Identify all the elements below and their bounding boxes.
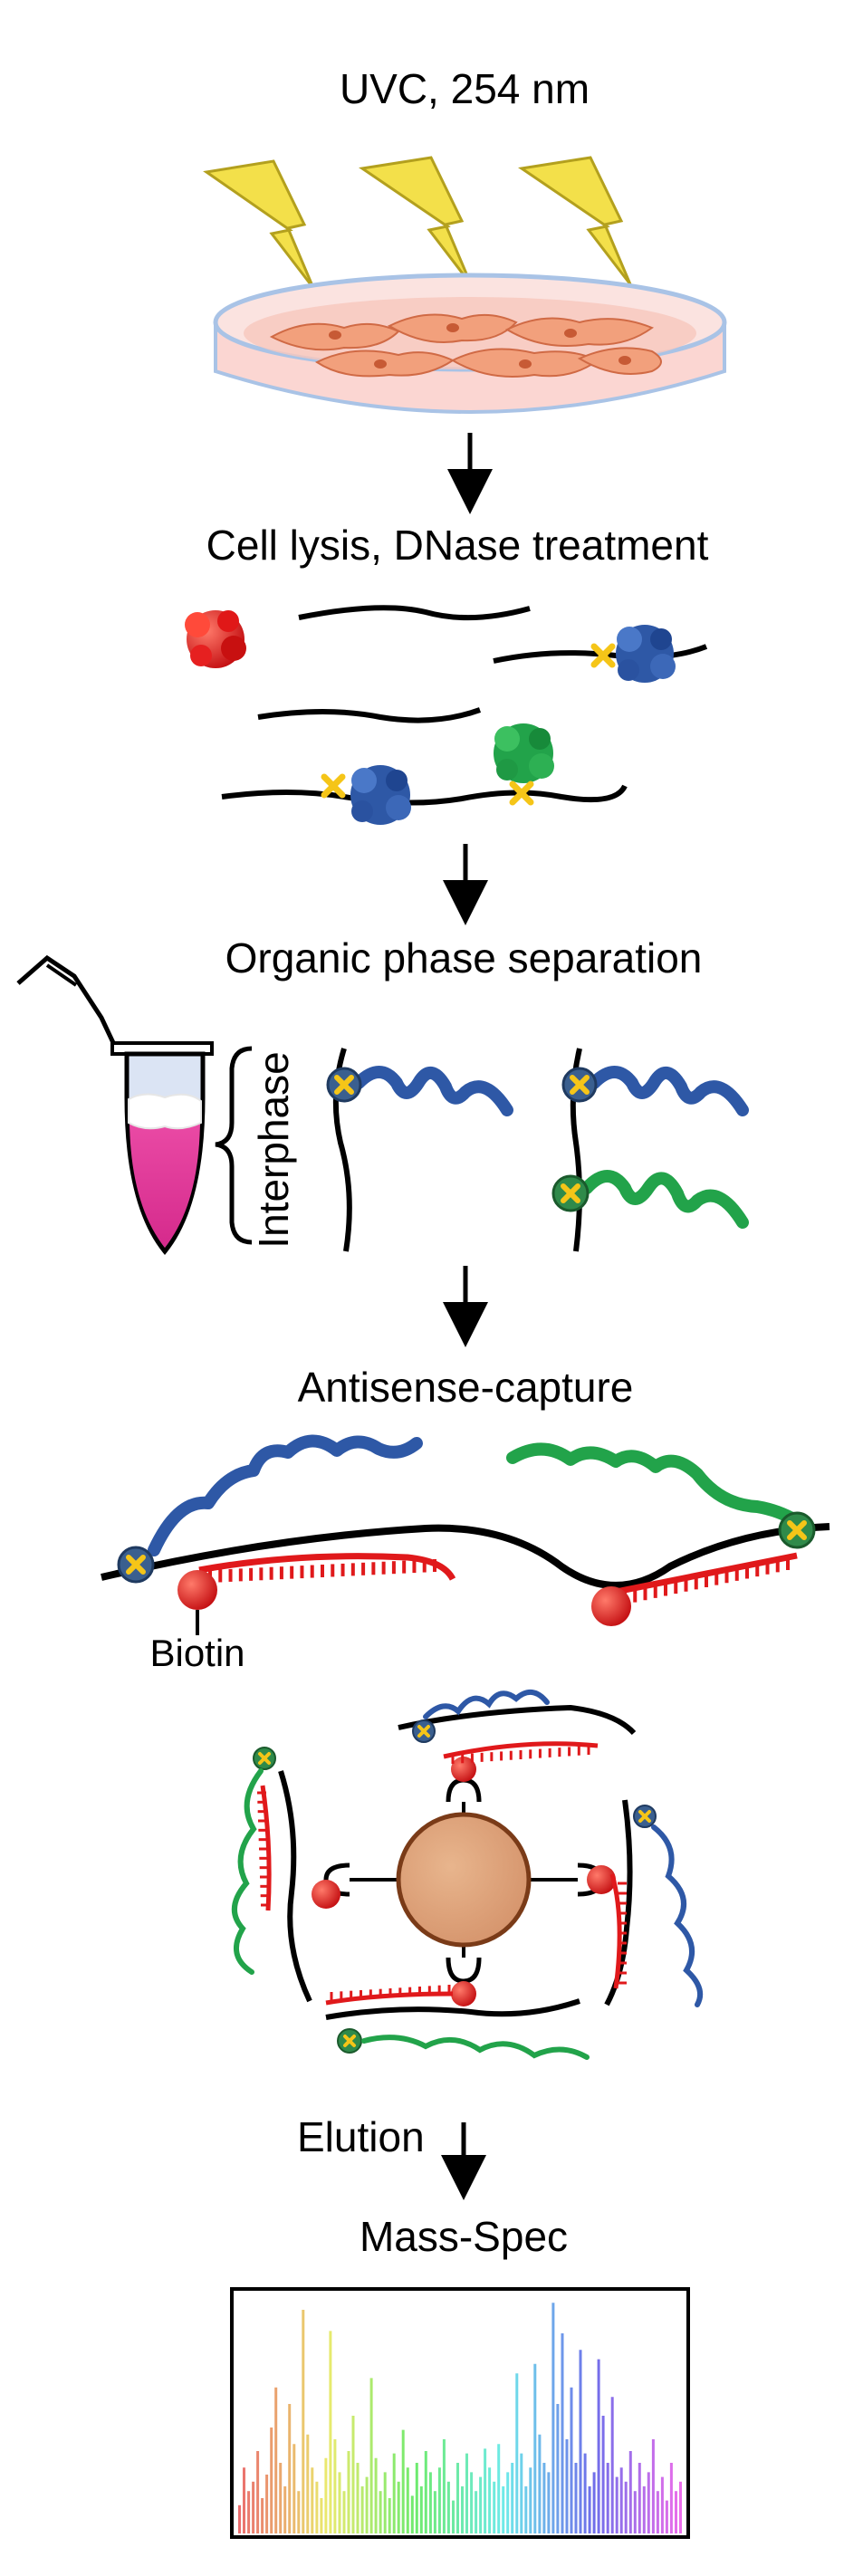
crosslink-site [778, 1511, 816, 1549]
mass-spectrum-chart [238, 2303, 682, 2533]
antisense-probe [615, 1552, 798, 1604]
interphase-label: Interphase [250, 1051, 297, 1248]
protein-ribbon-blue [148, 1434, 423, 1556]
crosslinked-protein-blue [350, 765, 411, 825]
step-label-lysis: Cell lysis, DNase treatment [206, 522, 709, 569]
biotin-tag [591, 1586, 631, 1626]
protein-ribbon-blue [352, 1066, 749, 1116]
crosslinked-protein-green [494, 723, 554, 783]
protein-ribbon-green [580, 1170, 749, 1229]
crosslink-site [551, 1174, 590, 1212]
crosslink-site [561, 1067, 598, 1103]
target-rna-strand [101, 1523, 830, 1589]
antisense-probe [198, 1553, 456, 1583]
lightning-bolt-icon [359, 156, 473, 285]
rna-strand-fragment [221, 605, 708, 806]
crosslink-site [117, 1546, 155, 1584]
crosslink-marker [321, 773, 346, 799]
petri-dish-icon [213, 273, 727, 414]
streptavidin-bead-icon [350, 1802, 578, 1958]
biotin-tag [177, 1570, 217, 1635]
lightning-bolt-icon [518, 156, 632, 285]
crosslink-site [326, 1067, 362, 1103]
step-label-antisense-capture: Antisense-capture [298, 1364, 634, 1411]
mass-spectrum-frame [230, 2287, 690, 2539]
step-label-phase-separation: Organic phase separation [225, 934, 703, 982]
step-label-elution: Elution [297, 2113, 425, 2160]
crosslink-marker [509, 780, 534, 806]
crosslinked-protein-blue [616, 625, 676, 683]
bound-complex-bottom [325, 1981, 590, 2060]
free-protein-red [185, 610, 246, 668]
step-label-mass-spec: Mass-Spec [360, 2213, 568, 2260]
lightning-bolt-icon [203, 159, 315, 289]
bound-complex-left [232, 1747, 340, 2003]
bound-complex-right [587, 1799, 703, 2007]
protein-ribbon-green [506, 1442, 803, 1527]
bound-complex-top [398, 1690, 637, 1782]
step-label-uv: UVC, 254 nm [340, 65, 590, 112]
biotin-label: Biotin [149, 1632, 245, 1674]
crosslink-marker [590, 643, 616, 668]
microcentrifuge-tube-icon [16, 954, 214, 1255]
interphase-bracket [215, 1046, 253, 1245]
